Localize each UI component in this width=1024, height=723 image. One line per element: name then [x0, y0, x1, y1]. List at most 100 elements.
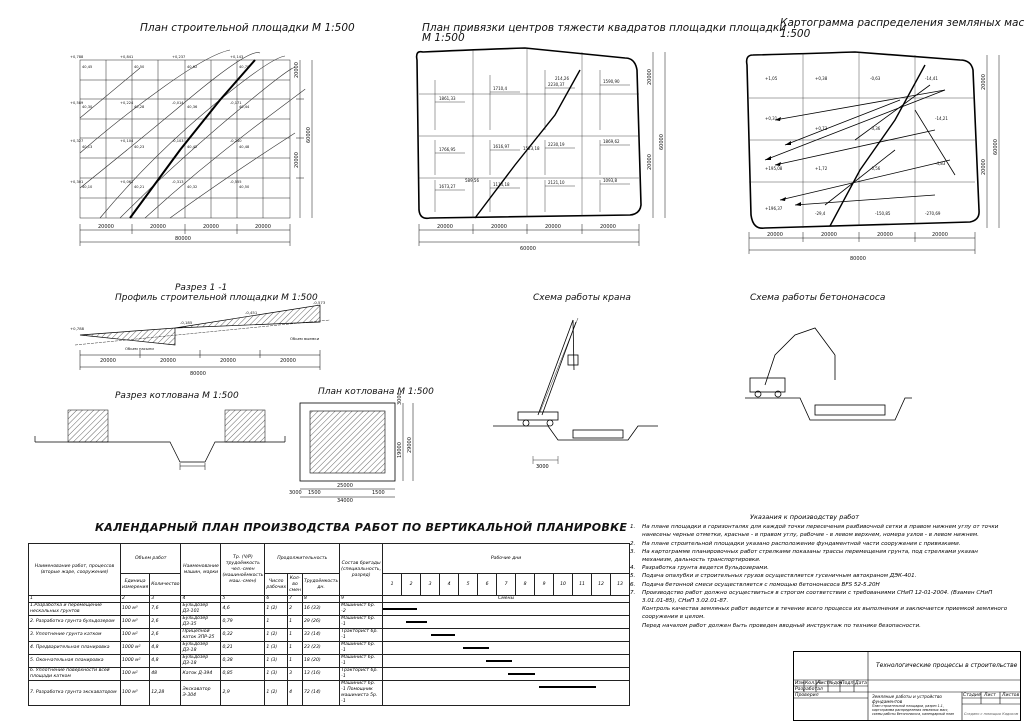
- svg-text:20000: 20000: [294, 62, 300, 78]
- svg-text:1766,95: 1766,95: [439, 147, 456, 152]
- svg-text:20000: 20000: [767, 232, 783, 238]
- svg-text:-3,36: -3,36: [870, 126, 881, 131]
- notes-heading: Указания к производству работ: [750, 513, 860, 521]
- cell-s: 1: [287, 615, 303, 629]
- svg-text:1869,62: 1869,62: [603, 139, 620, 144]
- svg-text:20000: 20000: [877, 232, 893, 238]
- svg-text:40,62: 40,62: [187, 65, 197, 69]
- pump-scheme-drawing: [745, 327, 912, 421]
- centroid-plan-title: План привязки центров тяжести квадратов …: [422, 22, 787, 34]
- svg-text:+0,327: +0,327: [70, 139, 83, 143]
- cell-w: 1: [264, 615, 289, 629]
- site-plan-title: План строительной площадки М 1:500: [140, 22, 355, 34]
- svg-text:-0,63: -0,63: [870, 76, 881, 81]
- svg-text:20000: 20000: [100, 358, 116, 364]
- svg-text:20000: 20000: [821, 232, 837, 238]
- gantt-cell: [382, 615, 631, 629]
- cell-qty: 4,8: [149, 641, 182, 655]
- svg-text:+0,73: +0,73: [815, 126, 828, 131]
- watermark: Создано с помощью Кадоком: [964, 712, 1019, 716]
- gantt-cell: [382, 667, 631, 681]
- svg-text:1673,27: 1673,27: [439, 184, 456, 189]
- cell-s: 4: [287, 680, 303, 706]
- cartogram-drawing: +1,05+0,38-0,63-14,41 +0,31+0,73-3,36-14…: [745, 51, 1000, 262]
- cell-s: 1: [287, 641, 303, 655]
- svg-text:+0,788: +0,788: [70, 326, 85, 331]
- cell-w: 1 (2): [264, 602, 289, 616]
- svg-text:-0,313: -0,313: [172, 180, 184, 184]
- svg-text:-14,21: -14,21: [935, 116, 948, 121]
- note-item: Контроль качества земляных работ ведется…: [642, 606, 1008, 621]
- cell-name: 7. Разработка грунта экскаватором: [28, 680, 121, 706]
- pit-plan-drawing: 25000 3000 1500 34000 1500 19000 29000 3…: [289, 393, 414, 504]
- section-title: Разрез 1 -1: [175, 283, 228, 293]
- site-plan-drawing: +0,788+0,841+0,237+0,143 +0,589+0,224-0,…: [70, 49, 313, 246]
- cell-d: 33 (14): [301, 628, 341, 642]
- svg-text:-0,014: -0,014: [172, 101, 184, 105]
- svg-text:20000: 20000: [203, 224, 219, 230]
- svg-text:-14,41: -14,41: [925, 76, 938, 81]
- pit-section-title: Разрез котлована М 1:500: [115, 391, 239, 401]
- cell-name: 6. Уплотнение поверхности всей площади к…: [28, 667, 121, 681]
- cell-s: 3: [287, 667, 303, 681]
- cell-name: 5. Окончательная планировка: [28, 654, 121, 668]
- svg-text:1616,97: 1616,97: [493, 144, 510, 149]
- svg-text:20000: 20000: [437, 224, 453, 230]
- pit-section-drawing: [34, 409, 286, 470]
- gantt-cell: [382, 680, 631, 706]
- svg-text:29000: 29000: [407, 437, 413, 453]
- col-header-workers: Число рабочих: [264, 573, 289, 596]
- svg-text:25000: 25000: [337, 483, 353, 489]
- svg-text:-0,103: -0,103: [172, 139, 184, 143]
- svg-text:40,13: 40,13: [82, 145, 92, 149]
- svg-text:20000: 20000: [981, 74, 987, 90]
- cell-qty: 4,8: [149, 654, 182, 668]
- svg-text:+0,104: +0,104: [120, 139, 134, 143]
- svg-text:40,50: 40,50: [239, 185, 250, 189]
- svg-text:40,36: 40,36: [187, 105, 198, 109]
- svg-text:1861,33: 1861,33: [439, 96, 456, 101]
- cell-qty: 12,28: [149, 680, 182, 706]
- gantt-bar: [485, 660, 513, 662]
- cell-qty: 48: [149, 667, 182, 681]
- svg-text:-270,69: -270,69: [925, 211, 941, 216]
- svg-text:19000: 19000: [397, 442, 403, 458]
- cell-unit: 100 м³: [119, 680, 151, 706]
- col-header-shifts: Кол-во смен: [287, 573, 303, 596]
- svg-text:1710,4: 1710,4: [493, 86, 507, 91]
- table-row: 6. Уплотнение поверхности всей площади к…: [28, 667, 631, 681]
- cell-crew: Машинист 6р. -1: [339, 615, 384, 629]
- svg-text:40,28: 40,28: [134, 105, 145, 109]
- crane-scheme-drawing: 3000: [493, 317, 658, 470]
- cell-machine: Прицепной каток ЗПР-25: [180, 628, 222, 642]
- cell-name: 4. Предварительная планировка: [28, 641, 121, 655]
- cell-labor: 2,9: [220, 680, 266, 706]
- svg-text:40,48: 40,48: [239, 145, 250, 149]
- svg-text:-0,240: -0,240: [230, 139, 242, 143]
- col-header-unit: Единица измерения: [119, 573, 151, 596]
- svg-text:20000: 20000: [255, 224, 271, 230]
- col-header-qty: Количество: [149, 573, 182, 596]
- note-item: 3.На картограмме планировочных работ стр…: [630, 548, 978, 564]
- svg-text:1114,18: 1114,18: [493, 182, 510, 187]
- pit-plan-title: План котлована М 1:500: [318, 387, 434, 397]
- svg-text:Обьем выемки: Обьем выемки: [290, 336, 320, 341]
- svg-text:60000: 60000: [993, 139, 999, 155]
- centroid-plan-scale: М 1:500: [422, 32, 465, 44]
- cell-d: 72 (14): [301, 680, 341, 706]
- svg-text:-4,83: -4,83: [935, 161, 946, 166]
- crane-scheme-title: Схема работы крана: [533, 293, 631, 303]
- svg-text:34000: 34000: [337, 498, 353, 504]
- cell-w: 1 (3): [264, 641, 289, 655]
- col-header-crew: Состав бригады (специальность, разряд): [339, 543, 384, 596]
- sheet-title: Земляные работы и устройство фундаментов: [872, 694, 942, 704]
- svg-text:2230,19: 2230,19: [548, 142, 565, 147]
- svg-text:-0,185: -0,185: [180, 320, 193, 325]
- cell-crew: Машинист 6р. -1 Помощник машиниста 5р. -…: [339, 680, 384, 706]
- svg-text:20000: 20000: [647, 69, 653, 85]
- work-instructions: Указания к производству работ 1.На плане…: [630, 513, 1010, 630]
- gantt-bar: [508, 673, 536, 675]
- svg-text:20000: 20000: [545, 224, 561, 230]
